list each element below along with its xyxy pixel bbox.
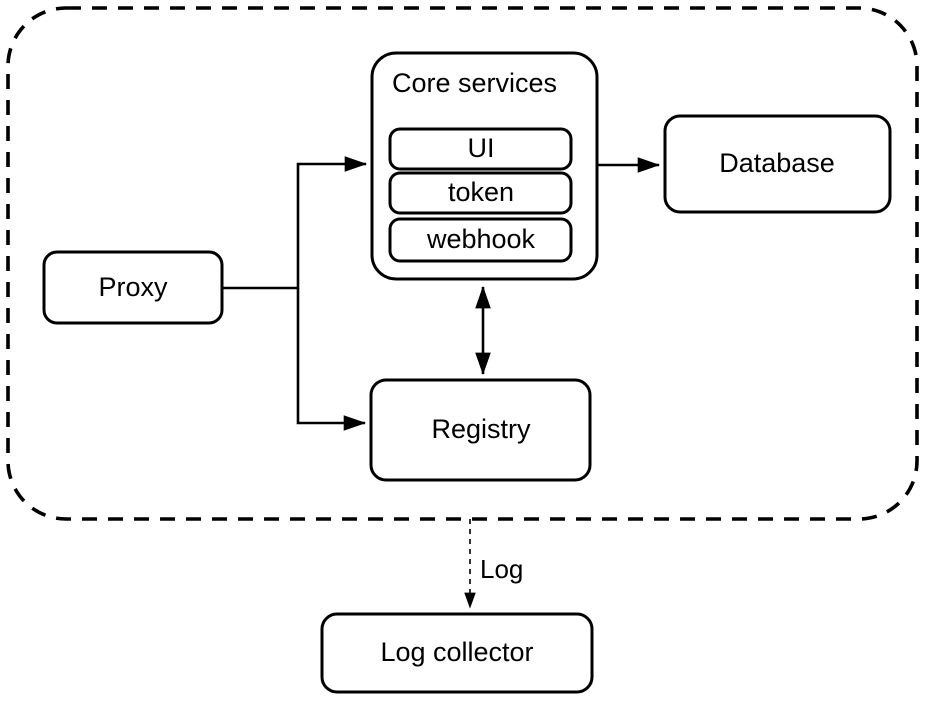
database-label: Database bbox=[719, 148, 835, 178]
edge-proxy-to-registry bbox=[296, 288, 367, 431]
proxy-label: Proxy bbox=[98, 272, 168, 302]
registry-box[interactable] bbox=[369, 378, 592, 482]
ui-box[interactable] bbox=[388, 127, 573, 171]
node-registry[interactable]: Registry bbox=[369, 378, 592, 482]
webhook-label: webhook bbox=[426, 224, 536, 254]
edge-label-log: Log bbox=[480, 554, 523, 584]
node-token[interactable]: token bbox=[388, 171, 573, 215]
node-proxy[interactable]: Proxy bbox=[42, 250, 224, 325]
proxy-box[interactable] bbox=[42, 250, 224, 325]
edge-proxy-to-core-services bbox=[222, 156, 368, 290]
log-collector-box[interactable] bbox=[320, 612, 594, 694]
trust-boundary bbox=[6, 6, 919, 521]
core-services-label: Core services bbox=[392, 68, 557, 98]
token-box[interactable] bbox=[388, 171, 573, 215]
log-collector-label: Log collector bbox=[380, 637, 533, 667]
database-box[interactable] bbox=[663, 114, 892, 214]
webhook-box[interactable] bbox=[388, 217, 573, 263]
node-ui[interactable]: UI bbox=[388, 127, 573, 171]
registry-label: Registry bbox=[431, 414, 531, 444]
node-webhook[interactable]: webhook bbox=[388, 217, 573, 263]
node-log-collector[interactable]: Log collector bbox=[320, 612, 594, 694]
node-database[interactable]: Database bbox=[663, 114, 892, 214]
token-label: token bbox=[448, 177, 514, 207]
node-core-services[interactable]: Core services UI token webhook bbox=[370, 51, 599, 281]
ui-label: UI bbox=[468, 133, 495, 163]
